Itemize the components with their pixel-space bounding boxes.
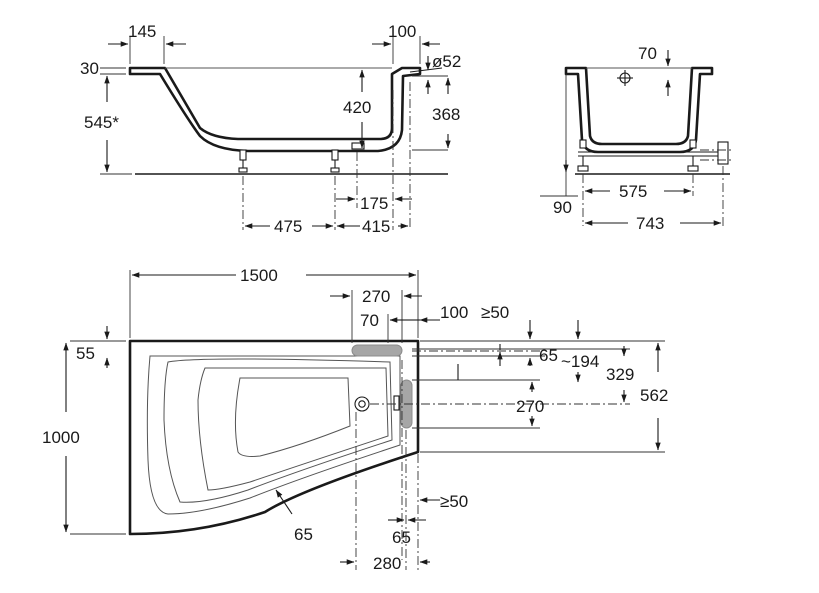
- dim-end-70: 70: [638, 44, 657, 63]
- dim-100-top: 100: [388, 22, 416, 41]
- dim-plan-194: ~194: [561, 352, 599, 371]
- dim-end-743: 743: [636, 214, 664, 233]
- plan-view: 1500 270 70 100 ≥50 55 65 ~194 329 562 1…: [42, 266, 668, 573]
- dim-415: 415: [362, 217, 390, 236]
- dim-plan-280: 280: [373, 554, 401, 573]
- dim-plan-270-top: 270: [362, 287, 390, 306]
- dim-plan-1000: 1000: [42, 428, 80, 447]
- dim-plan-65-curve: 65: [294, 525, 313, 544]
- dim-52: ø52: [432, 52, 461, 71]
- dim-plan-50-top: ≥50: [481, 303, 509, 322]
- plan-inner-rim-1: [146, 355, 401, 515]
- plan-overflow-valve: [393, 395, 400, 411]
- dim-368: 368: [432, 105, 460, 124]
- dim-plan-50-bottom: ≥50: [440, 492, 468, 511]
- dim-545: 545*: [84, 113, 119, 132]
- end-view: 70 90 575 743: [540, 44, 734, 233]
- plan-outer-outline: [128, 339, 420, 536]
- dim-plan-1500: 1500: [240, 266, 278, 285]
- plan-inner-rim-3: [197, 367, 389, 491]
- plan-basin-floor: [234, 377, 351, 457]
- plan-inner-rim-2: [163, 358, 393, 503]
- side-feet: [238, 142, 365, 173]
- dim-plan-65-bottom: 65: [392, 528, 411, 547]
- dim-plan-562: 562: [640, 386, 668, 405]
- side-tub-outline: [128, 66, 422, 153]
- dim-420: 420: [343, 98, 371, 117]
- dim-plan-270-mid: 270: [516, 397, 544, 416]
- dim-end-90: 90: [553, 198, 572, 217]
- dim-plan-70: 70: [360, 311, 379, 330]
- dim-plan-55: 55: [76, 344, 95, 363]
- dim-plan-65-right: 65: [539, 346, 558, 365]
- end-legs: [577, 139, 734, 172]
- dim-145: 145: [128, 22, 156, 41]
- plan-overflow-top: [351, 344, 403, 357]
- plan-drain: [354, 396, 370, 412]
- dim-plan-329: 329: [606, 365, 634, 384]
- side-view: 145 100 30 ø52 545* 420 368 175 475 415: [80, 22, 461, 236]
- dim-30: 30: [80, 59, 99, 78]
- dim-end-575: 575: [619, 182, 647, 201]
- end-tub-outline: [564, 66, 714, 154]
- dim-475: 475: [274, 217, 302, 236]
- dim-175: 175: [360, 194, 388, 213]
- dim-plan-100: 100: [440, 303, 468, 322]
